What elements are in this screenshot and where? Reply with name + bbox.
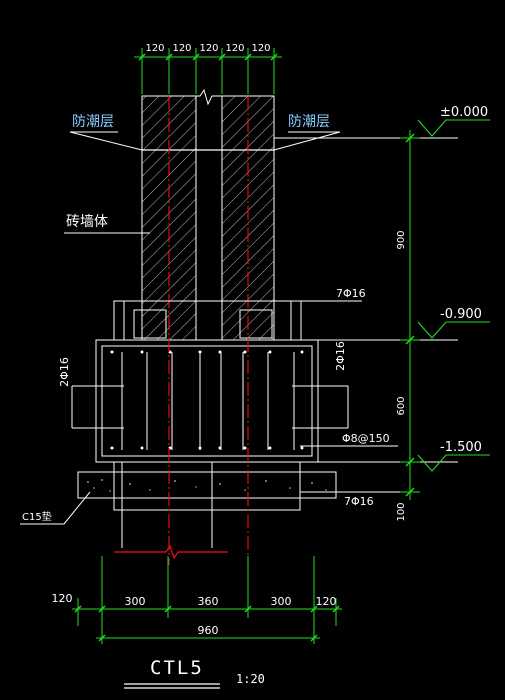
bottom-dimension-chain	[72, 556, 342, 644]
leader-damp-right	[273, 131, 341, 151]
brick-wall-label: 砖墙体	[66, 214, 108, 230]
rebar-dots	[110, 350, 304, 450]
drawing-title: CTL5	[150, 657, 204, 679]
axis-lines	[168, 96, 249, 565]
rebar-label-bottom: 7Φ16	[344, 495, 374, 508]
rebar-label-left: 2Φ16	[58, 357, 71, 387]
elevation-1: -0.900	[440, 307, 482, 322]
break-line-top	[142, 88, 274, 106]
stirrup-label: Φ8@150	[342, 432, 390, 445]
rebar-label-top: 7Φ16	[336, 287, 366, 300]
top-dim-1: 120	[145, 43, 164, 54]
top-dim-4: 120	[225, 43, 244, 54]
bottom-dim-4: 300	[271, 595, 292, 608]
leader-concrete	[20, 491, 91, 525]
leader-rebar-right	[292, 385, 349, 429]
concrete-grade-label: C15垫	[22, 510, 52, 523]
top-dim-2: 120	[172, 43, 191, 54]
elevation-symbols	[417, 119, 490, 472]
bottom-dim-1: 120	[52, 592, 73, 605]
vertical-dimension-chain	[400, 130, 420, 500]
total-dim: 960	[198, 624, 219, 637]
bottom-dim-3: 360	[198, 595, 219, 608]
drawing-scale: 1:20	[236, 672, 265, 686]
top-dim-3: 120	[199, 43, 218, 54]
bottom-dim-2: 300	[125, 595, 146, 608]
footing-body	[95, 339, 319, 463]
elevation-0: ±0.000	[440, 105, 488, 120]
concrete-pad	[77, 461, 337, 511]
leader-rebar-left	[71, 385, 124, 429]
pad-projection-lines	[121, 498, 213, 548]
top-dim-5: 120	[251, 43, 270, 54]
damp-course-label-right: 防潮层	[288, 114, 330, 130]
bottom-dim-5: 120	[316, 595, 337, 608]
leader-damp-left	[69, 131, 143, 151]
vdim-600: 600	[396, 396, 407, 415]
vdim-900: 900	[396, 230, 407, 249]
concrete-speckle	[87, 479, 327, 492]
elevation-lines	[274, 137, 458, 463]
rebar-label-right: 2Φ16	[334, 341, 347, 371]
damp-course-label-left: 防潮层	[72, 114, 114, 130]
top-dimension-chain	[134, 48, 282, 94]
break-line-bottom	[114, 544, 228, 560]
elevation-2: -1.500	[440, 440, 482, 455]
vdim-100: 100	[396, 502, 407, 521]
